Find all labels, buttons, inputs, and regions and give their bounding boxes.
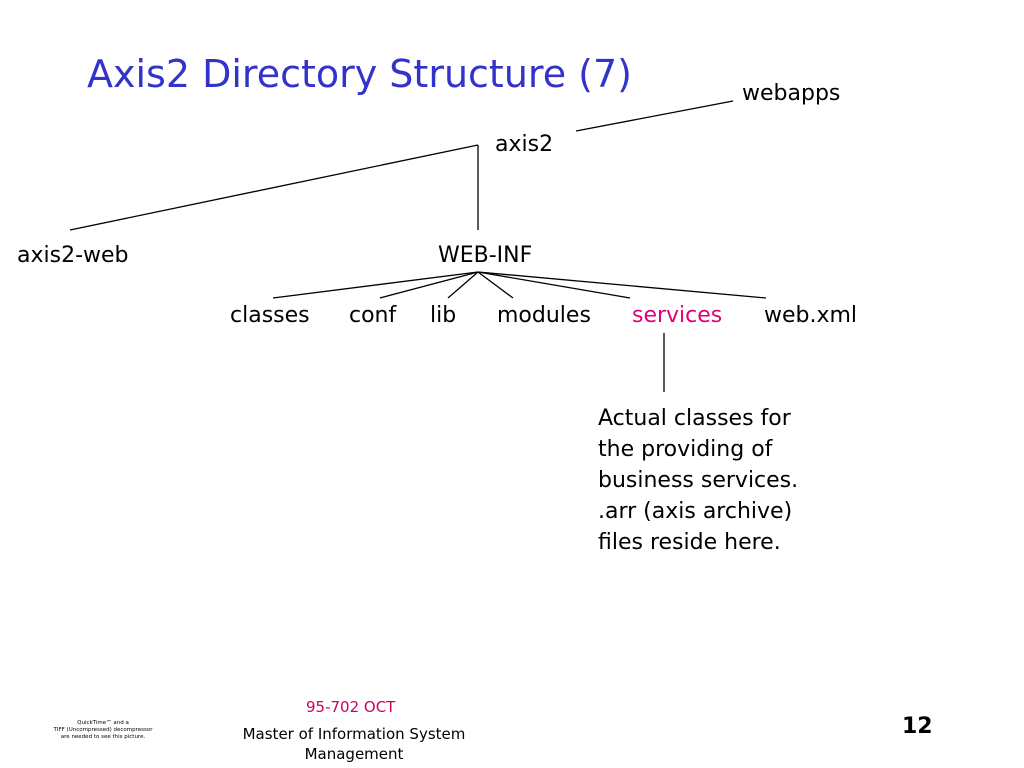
services-description: Actual classes for the providing of busi…	[598, 403, 798, 558]
node-lib: lib	[430, 303, 457, 328]
slide-title: Axis2 Directory Structure (7)	[87, 52, 632, 96]
connector-webinf-lib	[447, 271, 479, 299]
node-axis2: axis2	[495, 132, 554, 157]
footer-program-line: Management	[304, 745, 404, 763]
connector-webinf-classes	[272, 271, 479, 299]
connector-webinf-services	[477, 271, 631, 299]
node-web-inf: WEB-INF	[438, 243, 533, 268]
description-line: business services.	[598, 468, 799, 493]
footer-program: Master of Information System Management	[216, 724, 492, 764]
connector-axis2-webapps	[575, 100, 734, 132]
description-line: files reside here.	[598, 530, 781, 555]
node-services: services	[632, 303, 723, 328]
node-web-xml: web.xml	[764, 303, 858, 328]
connector-webinf-modules	[477, 271, 514, 299]
connector-axis2-axis2web	[69, 144, 479, 231]
quicktime-text-line: TIFF (Uncompressed) decompressor	[53, 727, 153, 733]
connector-webinf-conf	[379, 271, 479, 299]
node-webapps: webapps	[742, 81, 841, 106]
quicktime-text-line: are needed to see this picture.	[60, 734, 146, 740]
description-line: Actual classes for	[598, 406, 791, 431]
node-classes: classes	[230, 303, 310, 328]
page-number: 12	[902, 714, 933, 739]
description-line: the providing of	[598, 437, 773, 462]
node-modules: modules	[497, 303, 591, 328]
footer-program-line: Master of Information System	[242, 725, 466, 743]
connector-webinf-webxml	[477, 271, 767, 299]
node-axis2-web: axis2-web	[17, 243, 129, 268]
quicktime-text-line: QuickTime™ and a	[77, 720, 129, 726]
description-line: .arr (axis archive)	[598, 499, 793, 524]
node-conf: conf	[349, 303, 397, 328]
footer-course: 95-702 OCT	[306, 698, 396, 716]
quicktime-placeholder: QuickTime™ and a TIFF (Uncompressed) dec…	[40, 720, 166, 741]
